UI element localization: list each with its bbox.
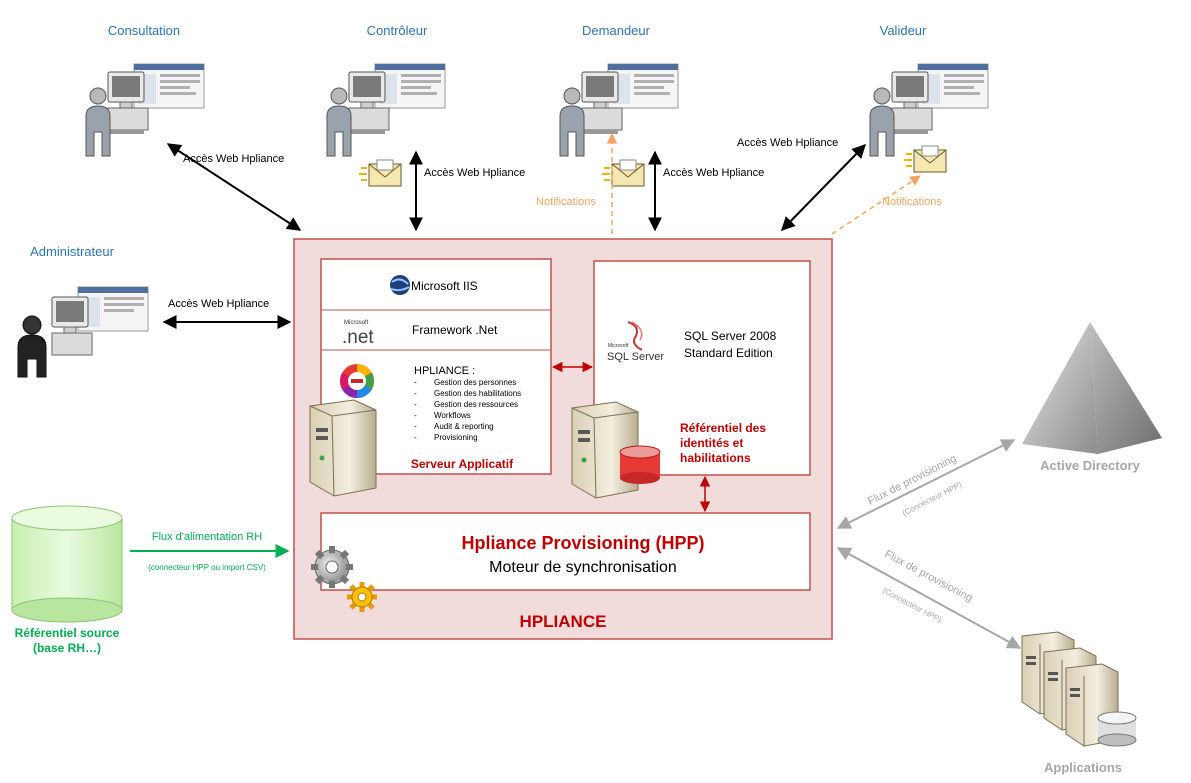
label-flux-rh-sub: (connecteur HPP ou import CSV) [148, 563, 266, 572]
role-consultation-label: Consultation [108, 23, 180, 38]
module-item: Gestion des habilitations [434, 389, 521, 398]
server-tower-icon [309, 399, 377, 497]
net-logo: .net [342, 327, 374, 348]
admin-workstation-icon [17, 286, 149, 378]
label-notifications-demandeur: Notifications [536, 196, 596, 208]
module-item: Gestion des ressources [434, 400, 518, 409]
label-acces-valideur: Accès Web Hpliance [737, 137, 838, 149]
label-notifications-valideur: Notifications [882, 196, 942, 208]
role-controleur-label: Contrôleur [367, 23, 428, 38]
workstation-icon [85, 63, 205, 157]
role-valideur-label: Valideur [880, 23, 927, 38]
role-demandeur-label: Demandeur [582, 23, 651, 38]
gears-icon [311, 546, 377, 612]
arrow-valideur [781, 143, 866, 232]
application-servers-icon [1021, 631, 1137, 747]
label-flux-applications-sub: (Connecteur HPP) [881, 586, 943, 625]
iis-globe-icon [390, 275, 410, 295]
module-item: Workflows [434, 411, 471, 420]
module-item: Gestion des personnes [434, 378, 516, 387]
label-flux-rh: Flux d'alimentation RH [152, 531, 262, 543]
svg-text:-: - [414, 411, 417, 420]
framework-label: Framework .Net [412, 323, 498, 337]
database-icon [619, 445, 661, 484]
sql-server-logo-icon [627, 321, 643, 351]
module-item: Provisioning [434, 433, 478, 442]
sql-logo-small: Microsoft [608, 343, 629, 349]
hpliance-modules-title: HPLIANCE : [414, 365, 475, 377]
active-directory-pyramid-icon [1022, 322, 1162, 454]
hpliance-platform-label: HPLIANCE [520, 612, 607, 631]
svg-text:-: - [414, 433, 417, 442]
sql-edition-label: Standard Edition [684, 346, 773, 360]
active-directory-label: Active Directory [1040, 458, 1140, 473]
workstation-icon [326, 63, 446, 157]
label-flux-ad: Flux de provisioning [866, 453, 959, 508]
workstation-icon [869, 63, 989, 157]
hpp-box [320, 512, 811, 591]
sql-logo: SQL Server [607, 351, 664, 363]
app-server-label: Serveur Applicatif [411, 457, 514, 471]
source-label-line2: (base RH…) [33, 641, 101, 655]
hpp-subtitle: Moteur de synchronisation [489, 559, 677, 576]
hpliance-logo-icon [340, 364, 374, 398]
label-acces-consultation: Accès Web Hpliance [183, 153, 284, 165]
hpp-title: Hpliance Provisioning (HPP) [461, 533, 704, 553]
workstation-icon [559, 63, 679, 157]
module-item: Audit & reporting [434, 422, 494, 431]
arrow-flux-applications [836, 547, 1022, 649]
db-label-line2: identités et [680, 436, 743, 450]
hpliance-modules-list: - Gestion des personnes - Gestion des habi… [414, 378, 521, 442]
svg-text:-: - [414, 422, 417, 431]
db-label-line1: Référentiel des [680, 421, 766, 435]
arrow-consultation [166, 143, 302, 231]
envelope-icon [904, 145, 947, 173]
iis-label: Microsoft IIS [411, 279, 478, 293]
svg-text:-: - [414, 389, 417, 398]
envelope-icon [359, 159, 402, 187]
role-administrateur-label: Administrateur [30, 244, 114, 259]
arrow-flux-ad [836, 439, 1016, 529]
applications-label: Applications [1044, 760, 1122, 775]
sql-product-label: SQL Server 2008 [684, 329, 777, 343]
svg-text:-: - [414, 378, 417, 387]
db-label-line3: habilitations [680, 451, 751, 465]
svg-text:-: - [414, 400, 417, 409]
envelope-icon [602, 159, 645, 187]
hr-database-cylinder [11, 505, 123, 623]
label-acces-controleur: Accès Web Hpliance [424, 167, 525, 179]
label-acces-demandeur: Accès Web Hpliance [663, 167, 764, 179]
net-logo-small: Microsoft [344, 320, 369, 326]
label-acces-admin: Accès Web Hpliance [168, 298, 269, 310]
source-label-line1: Référentiel source [15, 626, 120, 640]
